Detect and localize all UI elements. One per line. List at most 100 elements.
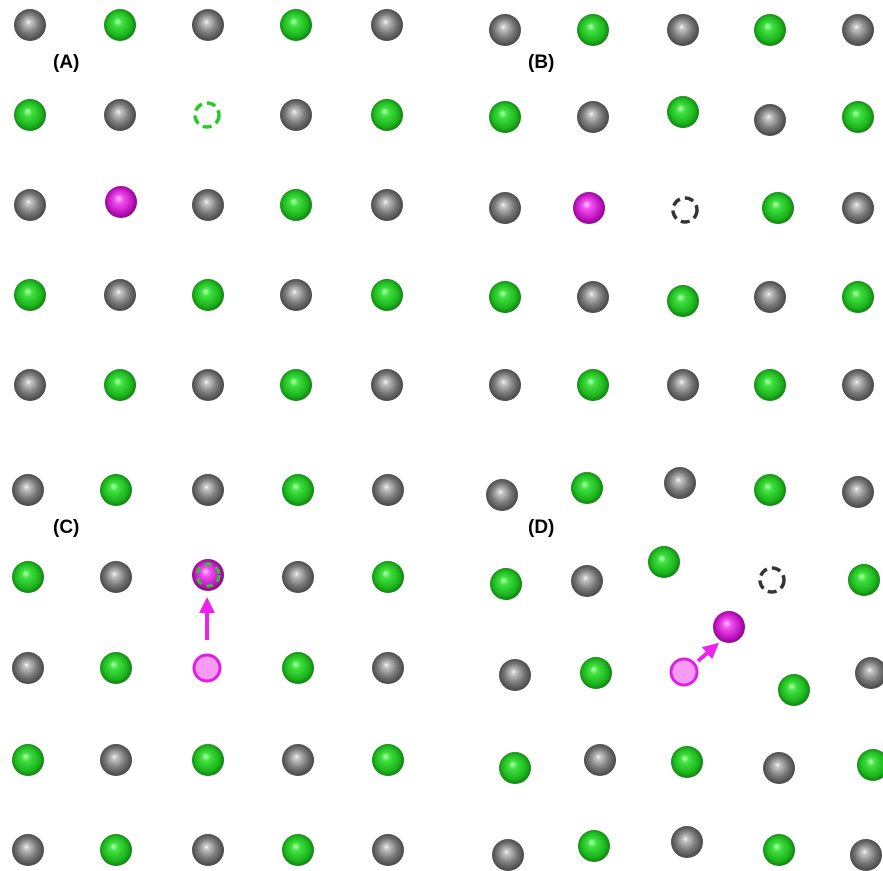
green-atom bbox=[192, 279, 224, 311]
arrow-d bbox=[696, 642, 720, 663]
magenta-atom bbox=[573, 192, 605, 224]
green-atom bbox=[857, 749, 883, 781]
gray-atom bbox=[282, 561, 314, 593]
gray-atom bbox=[192, 189, 224, 221]
gray-atom bbox=[14, 9, 46, 41]
green-atom bbox=[762, 192, 794, 224]
gray-atom bbox=[192, 834, 224, 866]
magenta-atom-d bbox=[713, 611, 745, 643]
green-atom bbox=[14, 279, 46, 311]
green-atom bbox=[580, 657, 612, 689]
gray-atom bbox=[371, 189, 403, 221]
gray-atom bbox=[754, 281, 786, 313]
vacancy-green-c bbox=[195, 562, 221, 588]
green-atom bbox=[571, 472, 603, 504]
gray-atom bbox=[850, 839, 882, 871]
gray-atom bbox=[499, 659, 531, 691]
green-atom bbox=[12, 744, 44, 776]
labels-layer: (A) (B) (C) (D) bbox=[53, 52, 554, 538]
green-atom bbox=[754, 369, 786, 401]
gray-atom bbox=[842, 369, 874, 401]
gray-atom bbox=[664, 467, 696, 499]
gray-atom bbox=[489, 192, 521, 224]
green-atom bbox=[842, 101, 874, 133]
green-atom bbox=[577, 14, 609, 46]
green-atom bbox=[842, 281, 874, 313]
vacancy-dark-d bbox=[758, 566, 786, 594]
vacancy-dark-b bbox=[671, 196, 699, 224]
gray-atom bbox=[754, 104, 786, 136]
green-atom bbox=[578, 830, 610, 862]
gray-atom bbox=[489, 369, 521, 401]
green-atom bbox=[100, 652, 132, 684]
gray-atom bbox=[492, 839, 524, 871]
gray-atom bbox=[192, 9, 224, 41]
green-atom bbox=[577, 369, 609, 401]
gray-atom bbox=[671, 826, 703, 858]
green-atom bbox=[282, 474, 314, 506]
gray-atom bbox=[12, 474, 44, 506]
gray-atom bbox=[12, 834, 44, 866]
green-atom bbox=[778, 674, 810, 706]
green-atom bbox=[282, 834, 314, 866]
gray-atom bbox=[489, 14, 521, 46]
panel-label-c: (C) bbox=[53, 517, 79, 538]
gray-atom bbox=[104, 99, 136, 131]
green-atom bbox=[100, 834, 132, 866]
green-atom bbox=[499, 752, 531, 784]
gray-atom bbox=[486, 479, 518, 511]
green-atom bbox=[280, 9, 312, 41]
annotations-layer bbox=[192, 101, 786, 687]
gray-atom bbox=[372, 474, 404, 506]
green-atom bbox=[192, 744, 224, 776]
green-atom bbox=[667, 96, 699, 128]
gray-atom bbox=[842, 192, 874, 224]
green-atom bbox=[763, 834, 795, 866]
green-atom bbox=[848, 564, 880, 596]
green-atom bbox=[14, 99, 46, 131]
green-atom bbox=[372, 561, 404, 593]
vacancy-green-a bbox=[193, 101, 221, 129]
gray-atom bbox=[192, 369, 224, 401]
green-atom bbox=[371, 99, 403, 131]
panel-label-d: (D) bbox=[528, 517, 554, 538]
gray-atom bbox=[667, 14, 699, 46]
gray-atom bbox=[192, 474, 224, 506]
green-atom bbox=[489, 281, 521, 313]
green-atom bbox=[100, 474, 132, 506]
green-atom bbox=[372, 744, 404, 776]
gray-atom bbox=[14, 369, 46, 401]
green-atom bbox=[104, 9, 136, 41]
gray-atom bbox=[100, 744, 132, 776]
green-atom bbox=[754, 14, 786, 46]
green-atom bbox=[282, 652, 314, 684]
ghost-atom-d bbox=[669, 657, 699, 687]
green-atom bbox=[648, 546, 680, 578]
ghost-atom-c bbox=[192, 653, 222, 683]
gray-atom bbox=[842, 14, 874, 46]
green-atom bbox=[371, 279, 403, 311]
gray-atom bbox=[280, 99, 312, 131]
gray-atom bbox=[667, 369, 699, 401]
green-atom bbox=[489, 101, 521, 133]
gray-atom bbox=[372, 652, 404, 684]
green-atom bbox=[667, 285, 699, 317]
gray-atom bbox=[371, 369, 403, 401]
green-atom bbox=[280, 189, 312, 221]
panel-label-a: (A) bbox=[53, 52, 79, 73]
gray-atom bbox=[14, 189, 46, 221]
gray-atom bbox=[280, 279, 312, 311]
green-atom bbox=[754, 474, 786, 506]
gray-atom bbox=[282, 744, 314, 776]
gray-atom bbox=[371, 9, 403, 41]
gray-atom bbox=[577, 101, 609, 133]
magenta-atom bbox=[105, 186, 137, 218]
gray-atom bbox=[763, 752, 795, 784]
green-atom bbox=[490, 568, 522, 600]
atoms-layer bbox=[12, 9, 883, 871]
gray-atom bbox=[571, 565, 603, 597]
green-atom bbox=[12, 561, 44, 593]
gray-atom bbox=[372, 834, 404, 866]
green-atom bbox=[280, 369, 312, 401]
